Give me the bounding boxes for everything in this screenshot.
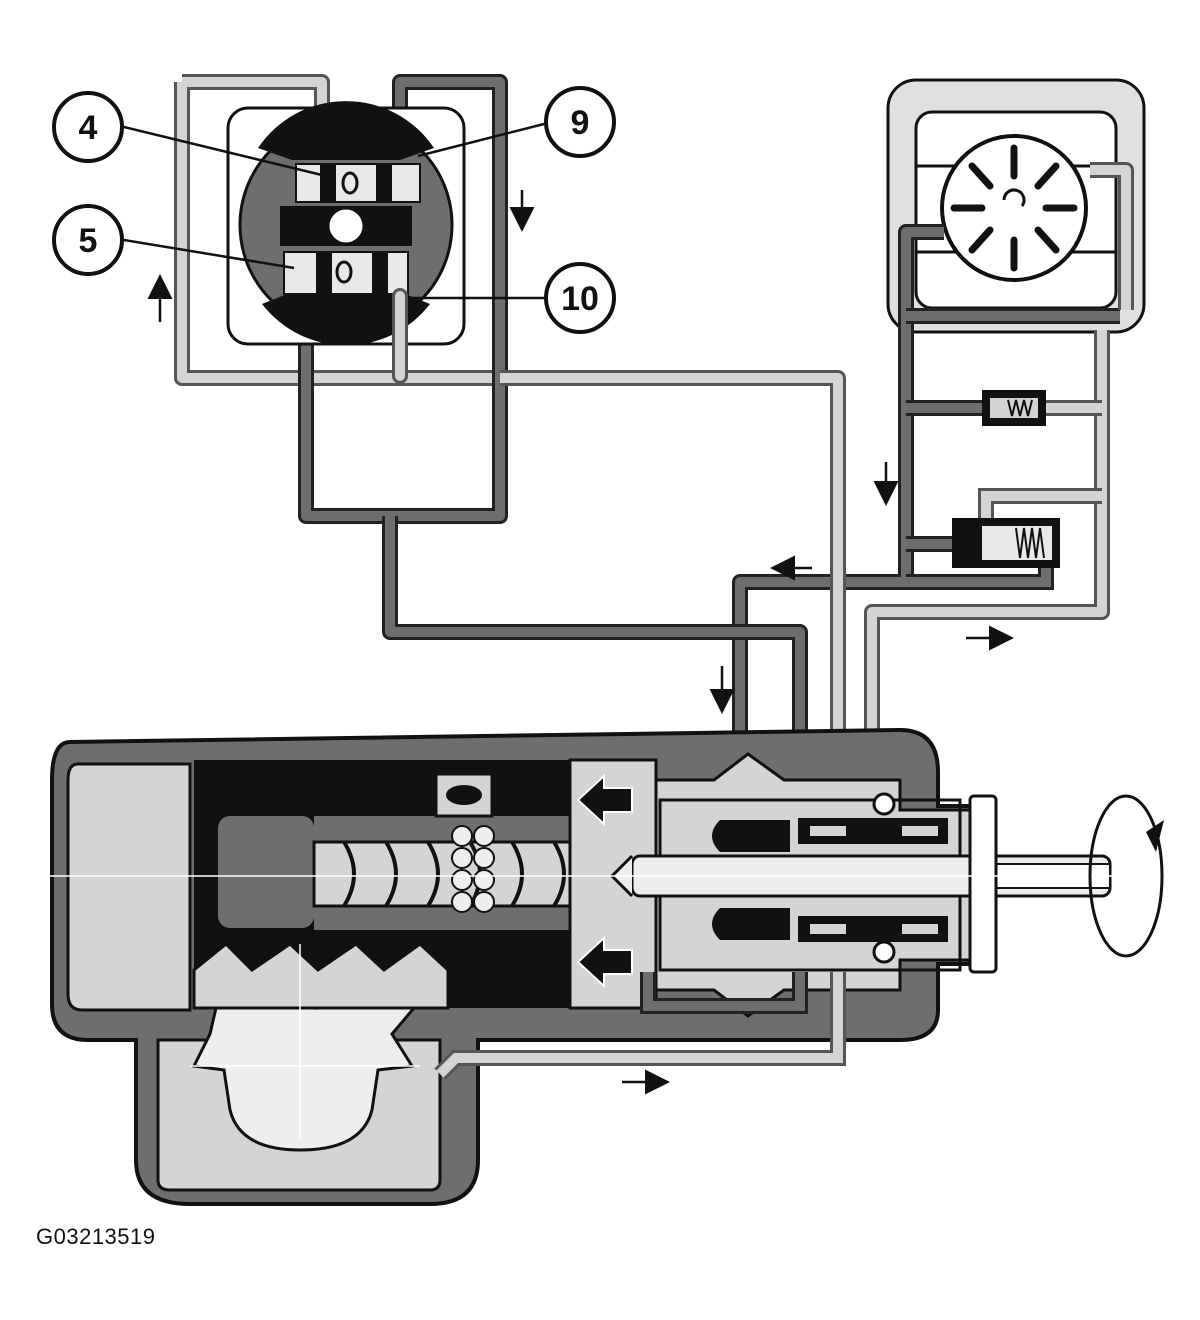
callout-4: 4: [52, 91, 327, 178]
sector-gear: [191, 974, 416, 1152]
rotation-arrow-icon: [1088, 794, 1164, 958]
valve-return-line: [382, 370, 846, 784]
valve-center-bore: [326, 206, 366, 246]
figure-id: G03213519: [36, 1224, 156, 1249]
callout-label: 4: [79, 109, 98, 147]
pump-assembly: [886, 78, 1146, 334]
pressure-arrow-icon: [576, 773, 633, 989]
callout-5: 5: [52, 204, 295, 276]
callout-9: 9: [417, 86, 616, 158]
callout-label: 10: [561, 280, 599, 318]
callout-10: 10: [408, 262, 616, 334]
flow-arrow-icon: [147, 190, 1014, 1095]
steering-gear: [36, 727, 1130, 1206]
callout-label: 5: [79, 222, 98, 260]
pump-lines: [732, 162, 1134, 774]
callout-label: 9: [571, 104, 590, 142]
